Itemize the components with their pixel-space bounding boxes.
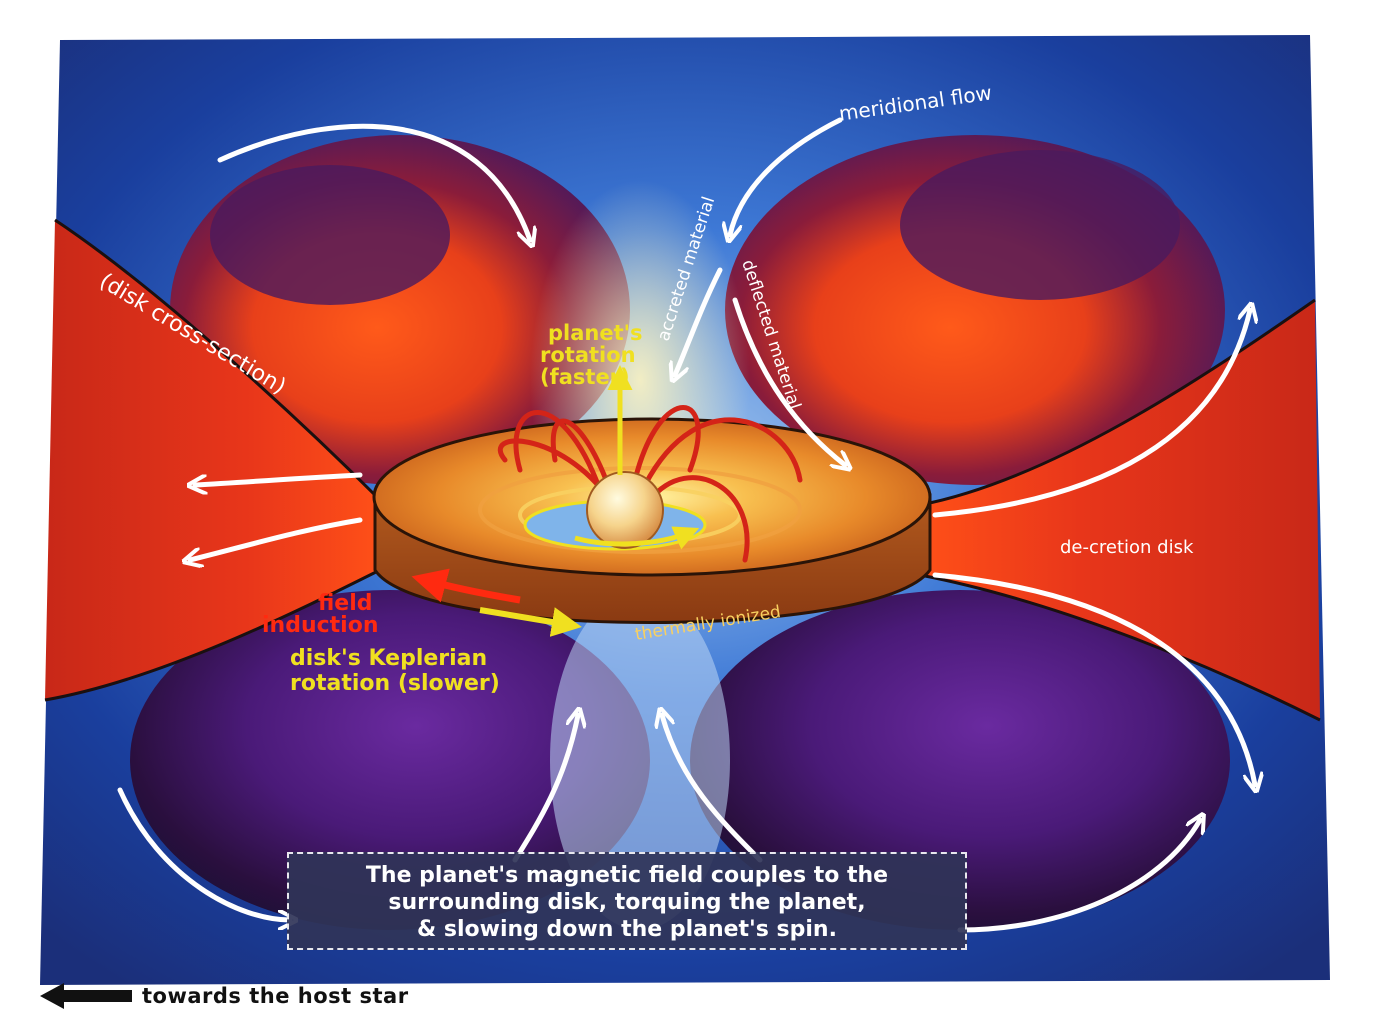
field-induction-label-2: induction [262,613,379,638]
host-star-direction: towards the host star [40,980,409,1012]
caption-line-1: The planet's magnetic field couples to t… [289,862,965,889]
planets-rotation-label-3: (faster) [540,365,630,389]
keplerian-label-2: rotation (slower) [290,671,500,696]
caption-line-2: surrounding disk, torquing the planet, [289,889,965,916]
planet [587,472,663,548]
lobe-top-left-purple [210,165,450,305]
left-arrow-shaft [64,990,132,1002]
keplerian-label-1: disk's Keplerian [290,646,487,671]
planets-rotation-label-2: rotation [540,343,636,367]
host-star-label: towards the host star [142,984,409,1008]
caption-line-3: & slowing down the planet's spin. [289,916,965,943]
lobe-top-right-purple [900,150,1180,300]
planets-rotation-label-1: planet's [548,321,643,345]
decretion-disk-label: de-cretion disk [1060,537,1194,558]
caption-box: The planet's magnetic field couples to t… [287,852,967,950]
left-arrow-icon [40,983,64,1009]
